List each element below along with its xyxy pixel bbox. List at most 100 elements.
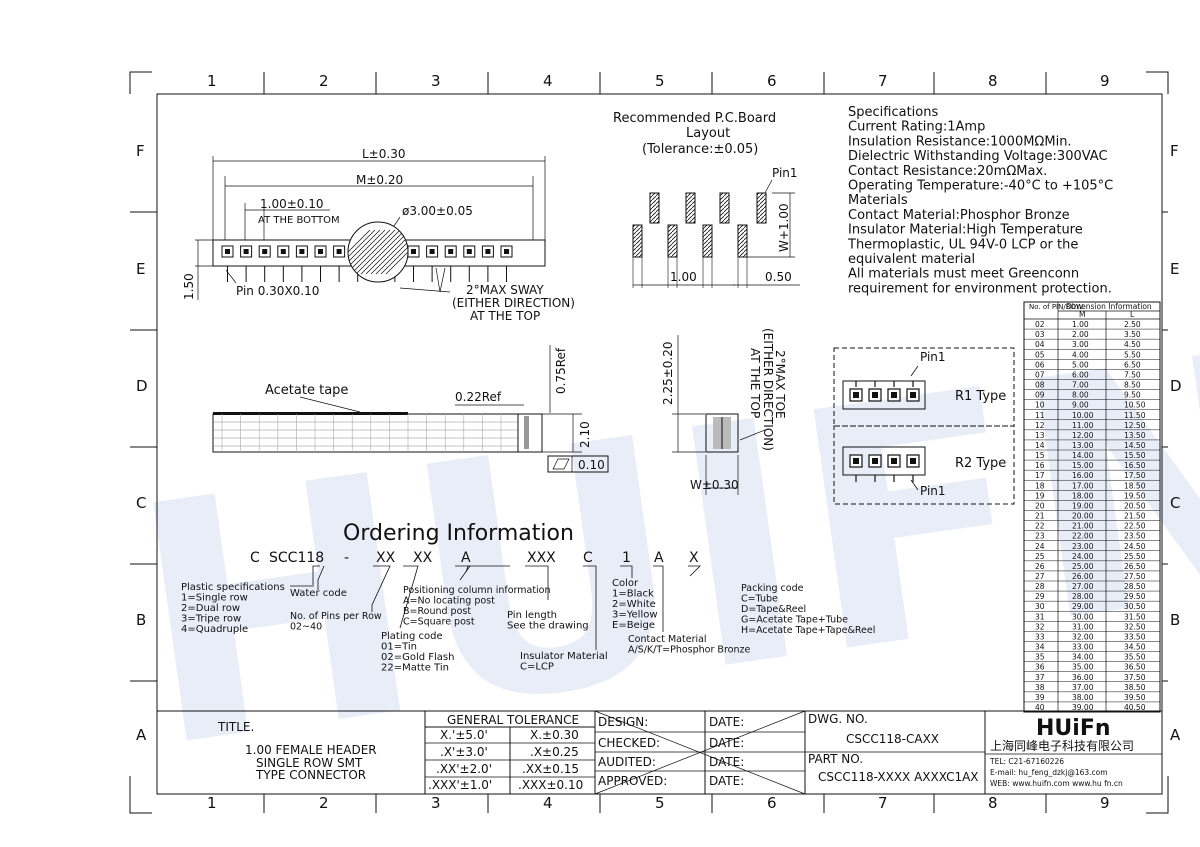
- spec-line: Insulation Resistance:1000MΩMin.: [848, 134, 1072, 149]
- pin1-leader: [910, 365, 919, 377]
- table-cell-pins: 18: [1035, 481, 1045, 490]
- order-leader: [371, 565, 391, 612]
- table-cell-pins: 37: [1035, 673, 1045, 682]
- tol-linear-0: X.±0.30: [530, 728, 579, 742]
- hole-hatch: [360, 229, 406, 275]
- order-code: SCC118: [269, 550, 324, 566]
- table-cell-l: 34.50: [1124, 643, 1146, 652]
- company-tel: TEL: C21-67160226: [989, 757, 1064, 766]
- tol-angle-1: .X'±3.0': [440, 745, 488, 759]
- order-code: 1: [622, 550, 631, 566]
- table-cell-m: 24.00: [1072, 552, 1094, 561]
- spec-line: requirement for environment protection.: [848, 281, 1112, 296]
- r1-pin1: Pin1: [920, 350, 946, 364]
- col-label: 5: [655, 72, 665, 90]
- table-cell-pins: 16: [1035, 461, 1045, 470]
- order-code: XXX: [527, 550, 556, 566]
- approved-label: APPROVED:: [598, 774, 667, 788]
- table-cell-pins: 25: [1035, 552, 1045, 561]
- pin-contact: [336, 249, 342, 254]
- hole-hatch: [380, 229, 408, 275]
- table-cell-m: 1.00: [1072, 320, 1089, 329]
- table-cell-l: 28.50: [1124, 582, 1146, 591]
- hole-hatch: [355, 229, 401, 275]
- table-cell-l: 3.50: [1124, 330, 1141, 339]
- table-cell-m: 39.00: [1072, 703, 1094, 712]
- table-cell-m: 26.00: [1072, 572, 1094, 581]
- table-cell-pins: 05: [1035, 350, 1045, 359]
- table-cell-m: 32.00: [1072, 632, 1094, 641]
- col-label: 1: [207, 72, 217, 90]
- col-label: 3: [431, 72, 441, 90]
- col-label: 3: [431, 794, 441, 812]
- col-label: 4: [543, 72, 553, 90]
- table-cell-pins: 23: [1035, 532, 1045, 541]
- toe-3: AT THE TOP: [748, 348, 762, 418]
- dwg-label: DWG. NO.: [808, 712, 868, 726]
- table-cell-m: 25.00: [1072, 562, 1094, 571]
- spec-line: Contact Material:Phosphor Bronze: [848, 208, 1070, 223]
- spec-line: All materials must meet Greenconn: [848, 267, 1079, 282]
- table-cell-l: 26.50: [1124, 562, 1146, 571]
- acetate-label: Acetate tape: [265, 383, 348, 398]
- spec-line: Specifications: [848, 105, 938, 120]
- contact-note: A/S/K/T=Phosphor Bronze: [628, 645, 750, 656]
- table-cell-pins: 13: [1035, 431, 1045, 440]
- table-cell-m: 3.00: [1072, 340, 1089, 349]
- pin-contact: [318, 249, 323, 254]
- top-view: L±0.30 M±0.20 1.00±0.10 AT THE BOTTOM ø3…: [182, 147, 575, 323]
- col-label: 8: [988, 794, 998, 812]
- pin-contact: [429, 249, 435, 254]
- col-label: 7: [878, 72, 888, 90]
- table-cell-l: 32.50: [1124, 622, 1146, 631]
- col-label: 7: [878, 794, 888, 812]
- table-cell-pins: 35: [1035, 653, 1045, 662]
- table-cell-pins: 08: [1035, 381, 1045, 390]
- order-leader: [317, 565, 325, 590]
- pcb-title-1: Recommended P.C.Board: [613, 111, 776, 126]
- row-label: C: [1170, 494, 1180, 512]
- pcb-pad: [737, 224, 748, 258]
- order-leader: [620, 565, 633, 578]
- table-cell-l: 12.50: [1124, 421, 1146, 430]
- hole-hatch: [385, 229, 408, 275]
- tol-linear-1: .X±0.25: [530, 745, 579, 759]
- table-cell-l: 23.50: [1124, 532, 1146, 541]
- col-label: 6: [767, 72, 777, 90]
- pin1-leader: [910, 479, 919, 491]
- table-cell-l: 8.50: [1124, 381, 1141, 390]
- date-label: DATE:: [709, 715, 744, 729]
- plating-note: 22=Matte Tin: [381, 663, 449, 674]
- row-label: E: [1170, 260, 1179, 278]
- type-pin-contact: [853, 458, 859, 464]
- ordering-title: Ordering Information: [343, 521, 574, 546]
- table-cell-l: 40.50: [1124, 703, 1146, 712]
- table-cell-l: 15.50: [1124, 451, 1146, 460]
- color-note: 2=White: [612, 599, 656, 610]
- general-tolerance: GENERAL TOLERANCE: [447, 713, 579, 727]
- row-label: A: [1170, 726, 1181, 744]
- row-label: C: [136, 494, 146, 512]
- table-cell-m: 4.00: [1072, 350, 1089, 359]
- table-cell-l: 30.50: [1124, 602, 1146, 611]
- zone-row-labels: F E D C B A F E D C B A: [136, 142, 1182, 744]
- row-label: B: [1170, 611, 1180, 629]
- pinlen-note: Pin length: [507, 610, 557, 621]
- toe-2: (EITHER DIRECTION): [761, 328, 775, 451]
- hole-hatch: [350, 229, 396, 275]
- type-pin-contact: [872, 392, 878, 398]
- table-cell-l: 39.50: [1124, 693, 1146, 702]
- insulator-note: Insulator Material: [520, 651, 608, 662]
- table-cell-pins: 40: [1035, 703, 1045, 712]
- pcb-title-2: Layout: [686, 126, 730, 141]
- col-label: 9: [1100, 72, 1110, 90]
- type-pin-contact: [853, 392, 859, 398]
- table-cell-pins: 34: [1035, 643, 1045, 652]
- type-views: Pin1 R1 Type R2 Type Pin1: [833, 347, 1015, 505]
- col-label: 2: [319, 72, 329, 90]
- packing-note: Packing code: [741, 583, 804, 594]
- spec-line: Contact Resistance:20mΩMax.: [848, 164, 1047, 179]
- table-header-l: L: [1130, 310, 1135, 319]
- plastic-note: Plastic specifications: [181, 582, 285, 593]
